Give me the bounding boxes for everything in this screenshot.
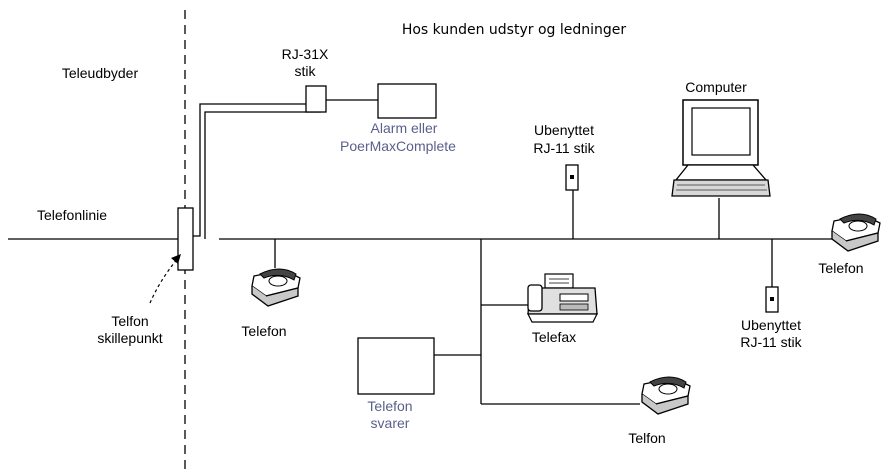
alarm-label-line2: PoerMaxComplete — [340, 138, 456, 154]
answering-label-line2: svarer — [371, 415, 410, 431]
provider-label: Teleudbyder — [62, 65, 139, 81]
computer-icon — [671, 99, 771, 197]
phone-right-label: Telefon — [818, 260, 863, 276]
answering-machine-box — [357, 337, 435, 395]
wire-to-rj31x-b — [204, 96, 321, 239]
demarcation-point-box — [177, 207, 194, 271]
demarc-label-line2: skillepunkt — [97, 330, 162, 346]
phone-left-label: Telefon — [241, 323, 286, 339]
computer-label: Computer — [685, 79, 747, 95]
unused-top-label-line2: RJ-11 stik — [533, 140, 595, 156]
telephone-icon-right — [831, 213, 881, 252]
demarc-label-line1: Telfon — [111, 313, 148, 329]
rj31x-label-line2: stik — [295, 63, 317, 79]
fax-machine-icon — [527, 273, 598, 323]
alarm-label-line1: Alarm eller — [371, 120, 438, 136]
alarm-device-box — [377, 83, 437, 119]
title-label: Hos kunden udstyr og ledninger — [402, 22, 627, 38]
telefax-label: Telefax — [532, 329, 576, 345]
rj31x-label-line1: RJ-31X — [282, 46, 329, 62]
wire-to-rj31x-a — [193, 96, 313, 237]
telephone-icon-left — [251, 268, 301, 307]
unused-rj11-port-bottom — [770, 297, 774, 301]
demarc-pointer-arrow — [149, 257, 179, 304]
telephone-icon-bottom — [641, 376, 691, 415]
rj31x-jack — [305, 85, 327, 113]
unused-rj11-port-top — [570, 175, 574, 179]
phone-bottom-label: Telfon — [628, 430, 665, 446]
unused-bottom-label-line1: Ubenyttet — [741, 317, 801, 333]
unused-bottom-label-line2: RJ-11 stik — [740, 334, 802, 350]
phone-line-label: Telefonlinie — [37, 207, 107, 223]
answering-label-line1: Telefon — [367, 398, 412, 414]
unused-top-label-line1: Ubenyttet — [534, 122, 594, 138]
demarc-pointer-arrowhead — [171, 254, 181, 264]
